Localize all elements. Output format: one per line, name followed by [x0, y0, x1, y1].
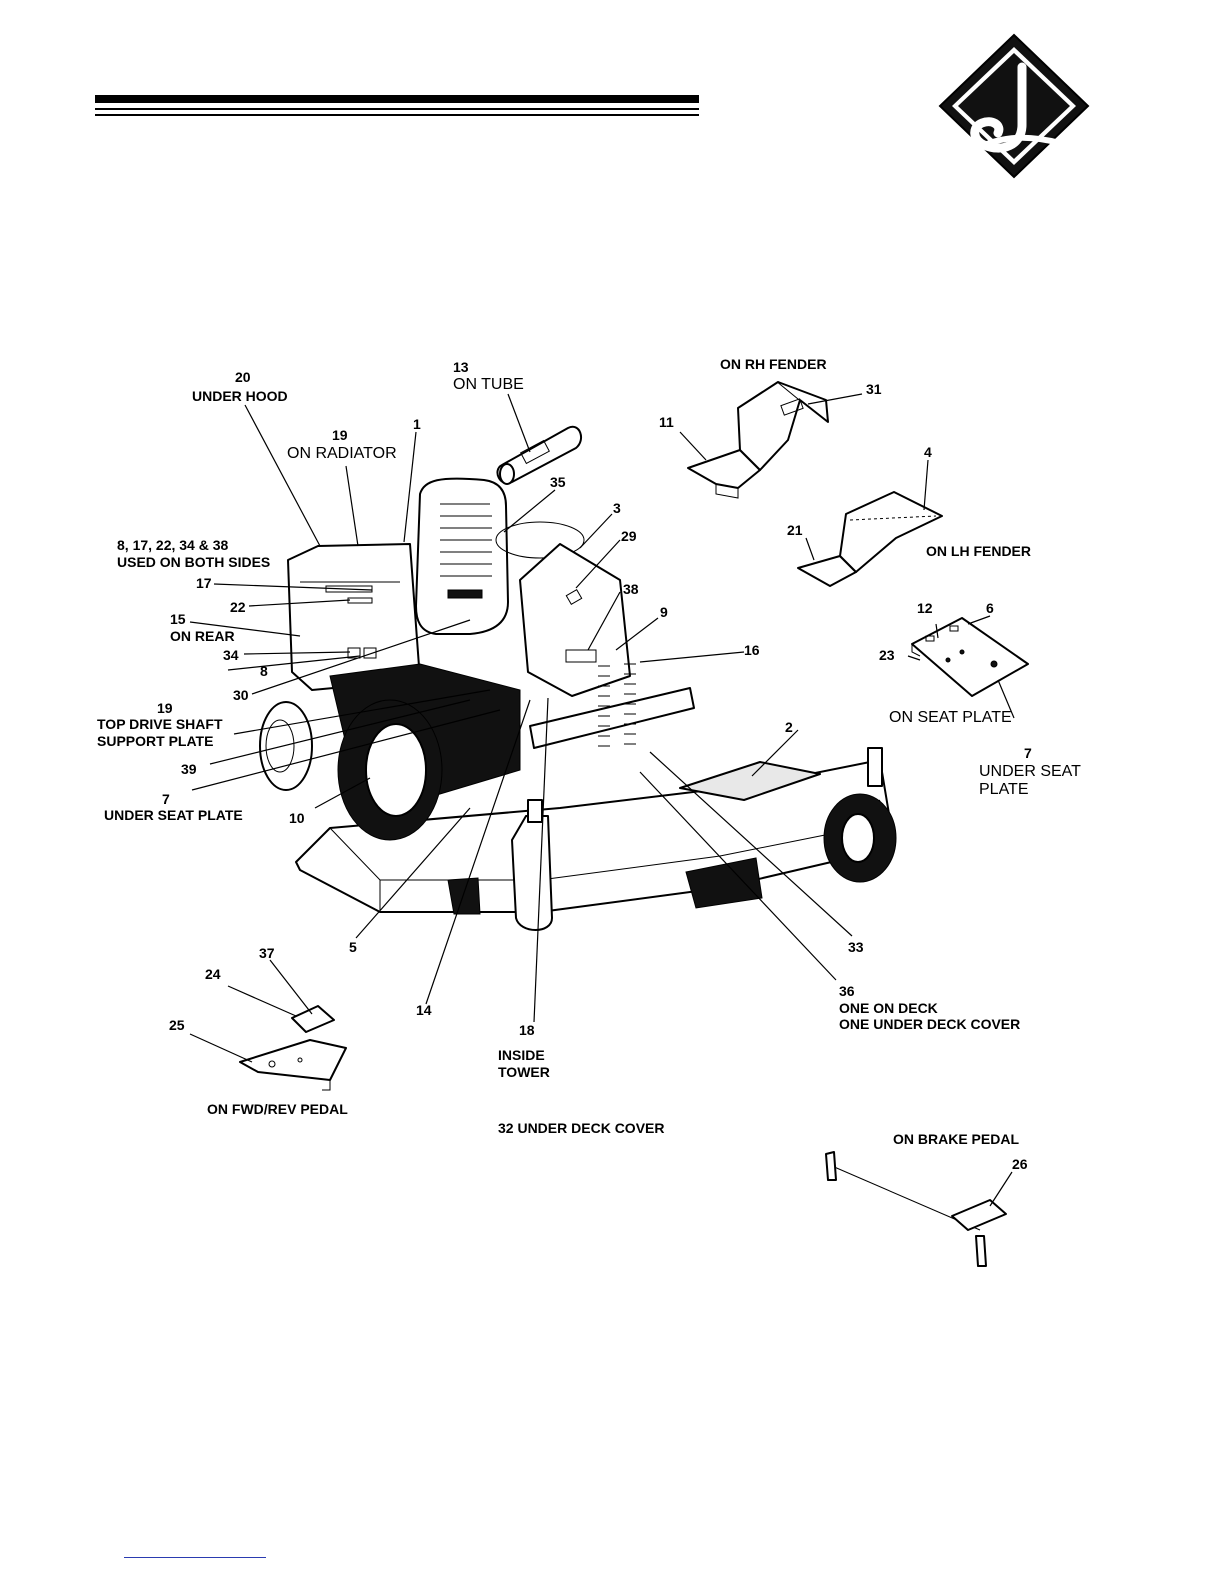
seat-plate-part	[911, 617, 1029, 697]
label-25: 25	[169, 1017, 185, 1033]
label-under-seat-right-line2: PLATE	[979, 781, 1029, 798]
label-29: 29	[621, 528, 637, 544]
label-tower: TOWER	[498, 1064, 550, 1080]
label-top-drive-line2: SUPPORT PLATE	[97, 733, 213, 749]
label-on-rear: ON REAR	[170, 628, 235, 644]
fwd-rev-pedal-part	[239, 1005, 347, 1091]
label-7-left: 7	[162, 791, 170, 807]
label-6: 6	[986, 600, 994, 616]
label-5: 5	[349, 939, 357, 955]
label-16: 16	[744, 642, 760, 658]
label-23: 23	[879, 647, 895, 663]
label-31: 31	[866, 381, 882, 397]
label-14: 14	[416, 1002, 432, 1018]
label-19-drive-shaft: 19	[157, 700, 173, 716]
label-one-under-deck: ONE UNDER DECK COVER	[839, 1016, 1020, 1032]
label-34: 34	[223, 647, 239, 663]
label-39: 39	[181, 761, 197, 777]
label-one-on-deck: ONE ON DECK	[839, 1000, 938, 1016]
label-21: 21	[787, 522, 803, 538]
footer-link-underline	[124, 1557, 266, 1558]
label-10: 10	[289, 810, 305, 826]
label-15: 15	[170, 611, 186, 627]
mower-main-body	[259, 477, 897, 931]
label-both-sides-line1: 8, 17, 22, 34 & 38	[117, 537, 229, 553]
lh-fender-part	[797, 491, 943, 587]
label-8: 8	[260, 663, 268, 679]
brake-pedal-part	[825, 1151, 1007, 1267]
label-30: 30	[233, 687, 249, 703]
label-on-lh-fender: ON LH FENDER	[926, 543, 1031, 559]
label-38: 38	[623, 581, 639, 597]
label-both-sides-line2: USED ON BOTH SIDES	[117, 554, 270, 570]
label-top-drive-line1: TOP DRIVE SHAFT	[97, 716, 223, 732]
label-22: 22	[230, 599, 246, 615]
label-on-radiator: ON RADIATOR	[287, 445, 397, 462]
label-under-seat-plate: UNDER SEAT PLATE	[104, 807, 243, 823]
label-1: 1	[413, 416, 421, 432]
label-36: 36	[839, 983, 855, 999]
header-rule-thin-2	[95, 114, 699, 116]
label-26: 26	[1012, 1156, 1028, 1172]
callout-labels: 20 UNDER HOOD 13 ON TUBE ON RH FENDER 31…	[97, 356, 1081, 1172]
label-under-seat-right-line1: UNDER SEAT	[979, 763, 1081, 780]
label-3: 3	[613, 500, 621, 516]
brand-logo	[938, 33, 1090, 179]
leader-lines	[189, 393, 1015, 1207]
label-19-radiator: 19	[332, 427, 348, 443]
label-37: 37	[259, 945, 275, 961]
header-rule-thick	[95, 95, 699, 103]
label-under-hood: UNDER HOOD	[192, 388, 288, 404]
label-17: 17	[196, 575, 212, 591]
label-on-seat-plate: ON SEAT PLATE	[889, 709, 1012, 726]
label-7-right: 7	[1024, 745, 1032, 761]
label-on-fwd-rev-pedal: ON FWD/REV PEDAL	[207, 1101, 348, 1117]
label-24: 24	[205, 966, 221, 982]
label-4: 4	[924, 444, 932, 460]
label-2: 2	[785, 719, 793, 735]
label-on-tube: ON TUBE	[453, 376, 524, 393]
label-33: 33	[848, 939, 864, 955]
label-35: 35	[550, 474, 566, 490]
rh-fender-part	[687, 381, 829, 499]
label-13: 13	[453, 359, 469, 375]
label-11: 11	[659, 414, 674, 430]
header-rule-thin-1	[95, 108, 699, 110]
label-inside: INSIDE	[498, 1047, 545, 1063]
label-12: 12	[917, 600, 933, 616]
label-20: 20	[235, 369, 251, 385]
label-on-rh-fender: ON RH FENDER	[720, 356, 827, 372]
label-9: 9	[660, 604, 668, 620]
tube-part	[496, 425, 583, 485]
label-18: 18	[519, 1022, 535, 1038]
label-on-brake-pedal: ON BRAKE PEDAL	[893, 1131, 1019, 1147]
label-under-deck-cover: 32 UNDER DECK COVER	[498, 1120, 664, 1136]
